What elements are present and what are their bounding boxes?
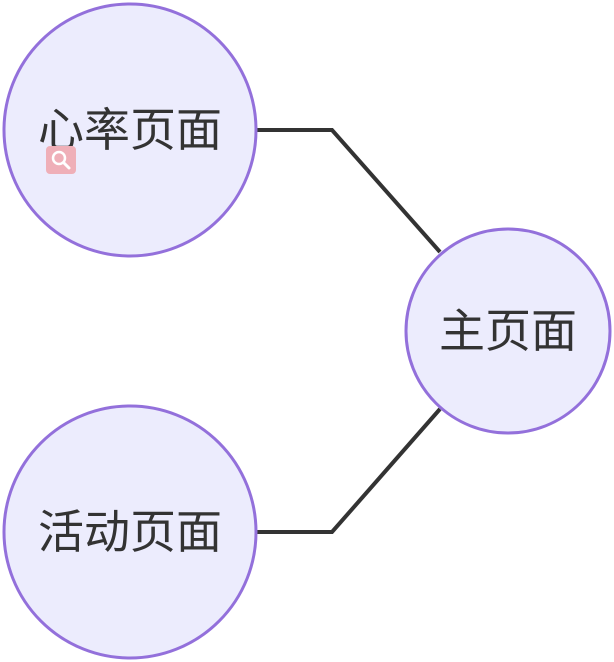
magnifier-icon-handle	[62, 161, 71, 170]
magnifier-icon[interactable]	[46, 146, 76, 174]
magnifier-icon-lens	[51, 150, 67, 166]
node-heart-rate-page[interactable]: 心率页面	[2, 2, 258, 258]
node-main-label: 主页面	[439, 304, 577, 358]
node-activity-page[interactable]: 活动页面	[2, 404, 258, 660]
edge-activity-to-main	[256, 407, 442, 534]
magnifier-icon-background	[46, 146, 76, 174]
edge-heart-to-main	[256, 128, 442, 254]
node-activity-label: 活动页面	[38, 505, 222, 559]
node-main-circle	[404, 227, 612, 435]
node-activity-circle	[2, 404, 258, 660]
node-main-page[interactable]: 主页面	[404, 227, 612, 435]
node-heart-rate-circle	[2, 2, 258, 258]
